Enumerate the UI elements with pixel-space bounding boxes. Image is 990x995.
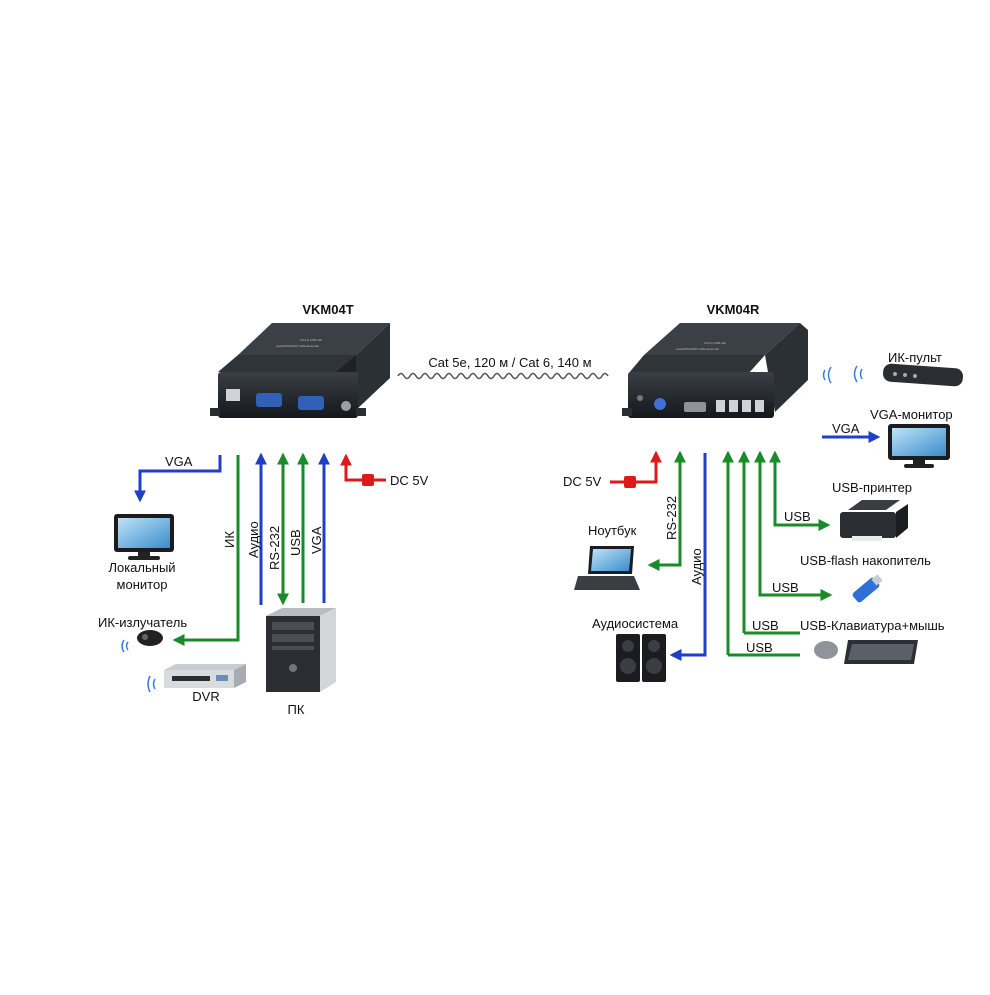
usb-flash-label: USB-flash накопитель (800, 553, 931, 568)
usb-printer-label: USB-принтер (832, 480, 912, 495)
vga-left-label: VGA (165, 454, 193, 469)
usb-label-1: USB (784, 509, 811, 524)
ir-emitter-icon (121, 630, 163, 653)
power-plug-icon (624, 476, 636, 488)
keyboard-mouse-icon (814, 640, 918, 664)
power-plug-icon (362, 474, 374, 486)
rs232-port (684, 402, 706, 412)
usb-port (716, 400, 725, 412)
ps2-port (654, 398, 666, 410)
dc-right-label: DC 5V (563, 474, 602, 489)
usb-label-3: USB (752, 618, 779, 633)
printer-icon (840, 500, 908, 541)
audio-right-label: Аудио (689, 548, 704, 585)
vga-port (298, 396, 324, 410)
audio-vertical-label: Аудио (246, 521, 261, 558)
usb-port (729, 400, 738, 412)
vga-monitor-label: VGA-монитор (870, 407, 953, 422)
usb-port (742, 400, 751, 412)
dc-jack (637, 395, 643, 401)
audio-right-line (669, 453, 707, 661)
cat5-cable (397, 372, 609, 380)
dc-left-label: DC 5V (390, 473, 429, 488)
ir-remote-icon (822, 363, 963, 387)
rs232-right-line (647, 450, 686, 571)
dvr-label: DVR (192, 689, 219, 704)
rj45-port (226, 389, 240, 401)
vga-port (256, 393, 282, 407)
usb-line-1 (769, 450, 831, 531)
ir-emitter-label: ИК-излучатель (98, 615, 187, 630)
pc-label: ПК (288, 702, 305, 717)
ir-remote-label: ИК-пульт (888, 350, 942, 365)
receiver-title: VKM04R (707, 302, 760, 317)
transmitter-device: VGA & USB with Audio/RS232/IR Cat5e Exte… (210, 323, 390, 418)
usb-port (755, 400, 764, 412)
rs232-vertical-label: RS-232 (267, 526, 282, 570)
receiver-front-text-2: Audio/RS232/IR Cat5e Extender (676, 347, 719, 351)
vga-local-monitor-line (134, 455, 222, 503)
vga-monitor-icon (888, 424, 950, 468)
ir-vertical-label: ИК (222, 531, 237, 548)
usb-flash-icon (852, 574, 883, 603)
receiver-device: VGA & USB with Audio/RS232/IR Cat5e Exte… (622, 323, 808, 418)
audio-system-label: Аудиосистема (592, 616, 679, 631)
usb-label-2: USB (772, 580, 799, 595)
notebook-label: Ноутбук (588, 523, 637, 538)
usb-vertical-label: USB (288, 529, 303, 556)
usb-line-2 (754, 450, 833, 601)
speakers-icon (616, 634, 666, 682)
local-monitor-icon (114, 514, 174, 560)
dvr-icon (147, 664, 246, 693)
usb-keyboard-mouse-label: USB-Клавиатура+мышь (800, 618, 945, 633)
transmitter-title: VKM04T (302, 302, 353, 317)
ir-line (172, 455, 240, 646)
rs232-right-label: RS-232 (664, 496, 679, 540)
notebook-icon (574, 546, 640, 590)
transmitter-front-text-2: Audio/RS232/IR Cat5e Extender (276, 344, 319, 348)
vga-vertical-label: VGA (309, 526, 324, 554)
local-monitor-label-2: монитор (117, 577, 168, 592)
pc-icon (266, 608, 336, 692)
vga-right-label: VGA (832, 421, 860, 436)
usb-label-4: USB (746, 640, 773, 655)
local-monitor-label-1: Локальный (108, 560, 175, 575)
transmitter-front-text-1: VGA & USB with (300, 338, 323, 342)
cable-label: Cat 5e, 120 м / Cat 6, 140 м (428, 355, 591, 370)
receiver-front-text-1: VGA & USB with (704, 341, 727, 345)
dc-jack (341, 401, 351, 411)
